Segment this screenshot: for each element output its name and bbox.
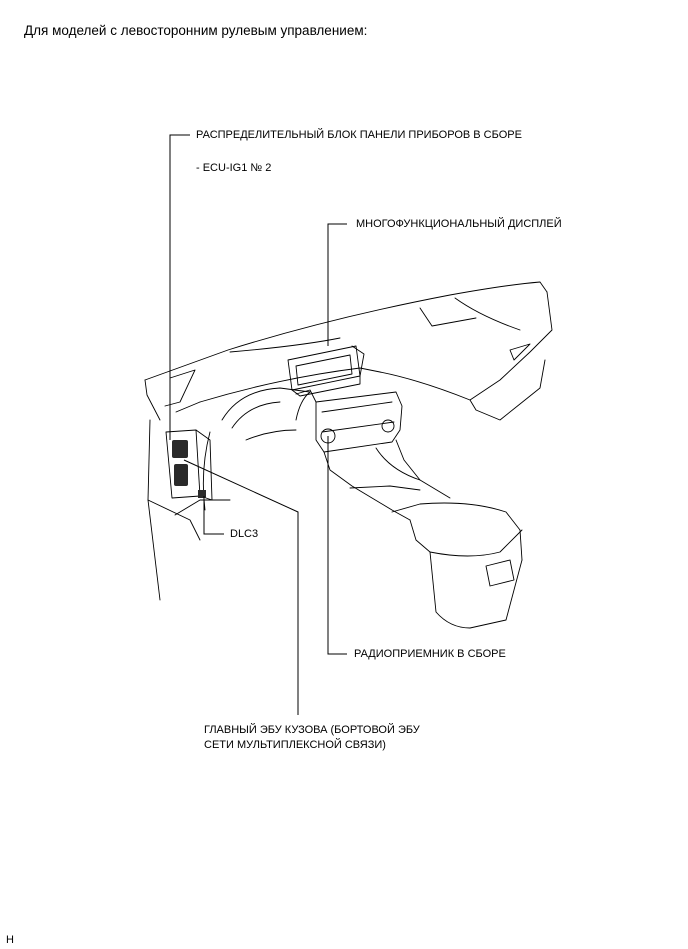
corner-mark: H: [6, 934, 14, 946]
label-junction-block: РАСПРЕДЕЛИТЕЛЬНЫЙ БЛОК ПАНЕЛИ ПРИБОРОВ В…: [196, 129, 522, 141]
label-multi-display: МНОГОФУНКЦИОНАЛЬНЫЙ ДИСПЛЕЙ: [356, 218, 562, 230]
leader-lines: [169, 134, 347, 715]
label-fuse: - ECU-IG1 № 2: [196, 162, 272, 174]
label-dlc3: DLC3: [230, 528, 259, 540]
label-body-ecu-line1: ГЛАВНЫЙ ЭБУ КУЗОВА (БОРТОВОЙ ЭБУ: [204, 724, 420, 736]
page-header: Для моделей с левосторонним рулевым упра…: [24, 23, 368, 38]
dashboard-drawing: [144, 281, 553, 629]
label-body-ecu-line2: СЕТИ МУЛЬТИПЛЕКСНОЙ СВЯЗИ): [204, 739, 386, 751]
label-radio: РАДИОПРИЕМНИК В СБОРЕ: [354, 648, 506, 660]
